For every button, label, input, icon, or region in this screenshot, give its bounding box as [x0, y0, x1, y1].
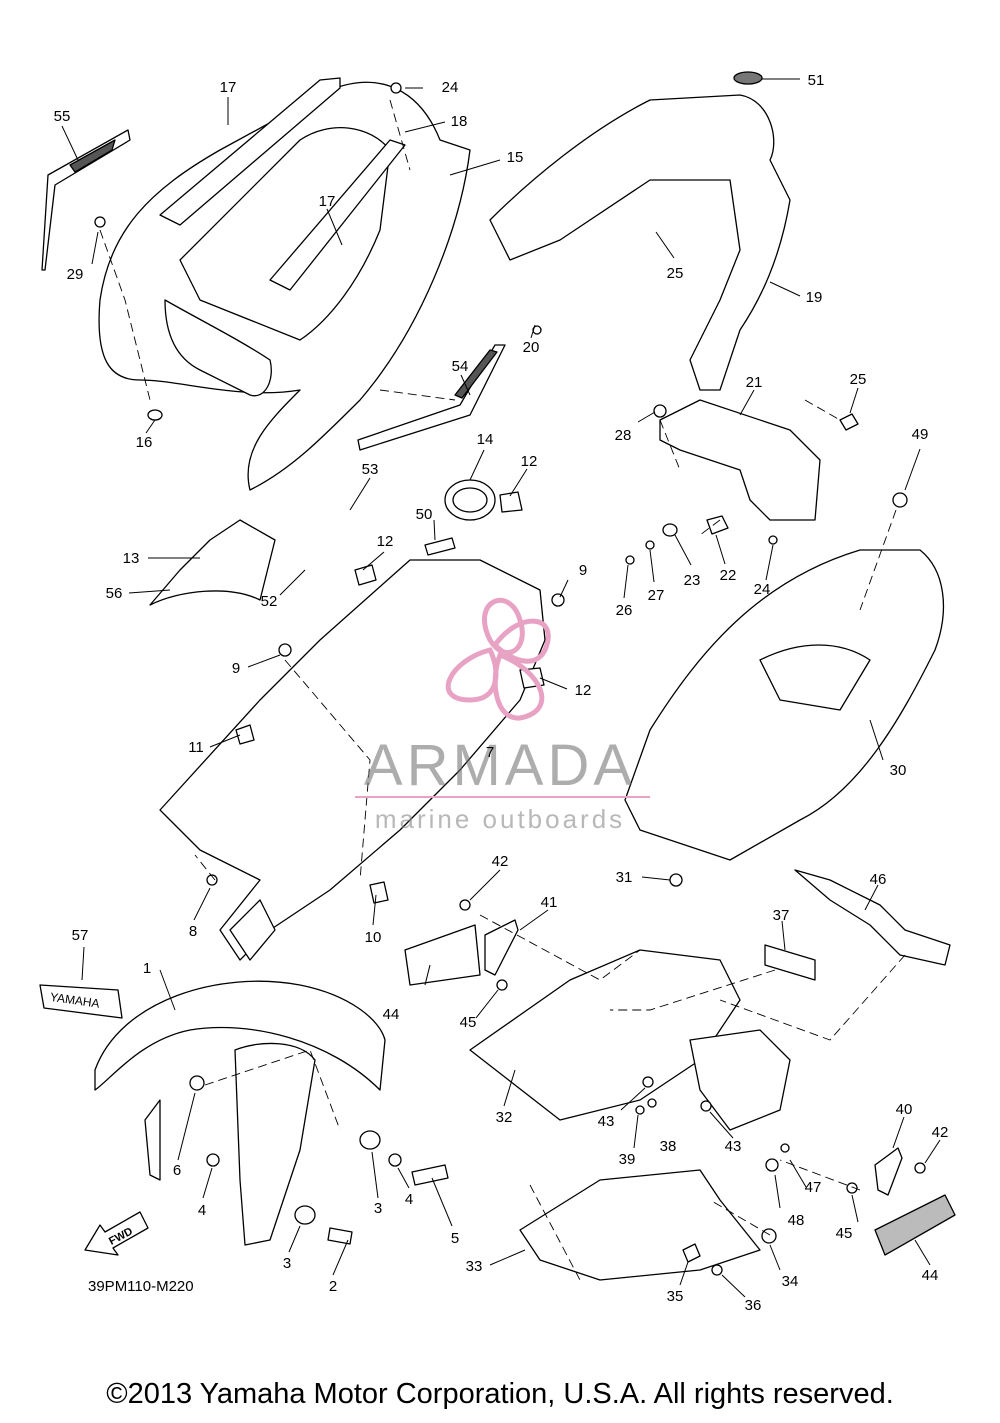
rear-fender-30	[624, 549, 945, 861]
diagram-code: 39PM110-M220	[88, 1278, 194, 1295]
callout-46: 46	[870, 871, 887, 888]
callout-43: 43	[725, 1138, 742, 1155]
callout-12: 12	[377, 533, 394, 550]
pad-13-56	[149, 519, 276, 606]
ring-14	[444, 479, 496, 521]
rear-fender-inner-7	[159, 559, 546, 961]
callout-45: 45	[460, 1014, 477, 1031]
decal-55	[41, 129, 131, 271]
callout-19: 19	[806, 289, 823, 306]
callout-7: 7	[486, 744, 494, 761]
fender-decal-57: YAMAHA	[39, 984, 123, 1019]
callout-24: 24	[442, 79, 459, 96]
watermark: ARMADA marine outboards	[355, 597, 650, 834]
callout-12: 12	[521, 453, 538, 470]
callout-22: 22	[720, 567, 737, 584]
callout-2: 2	[329, 1278, 337, 1295]
callout-41: 41	[541, 894, 558, 911]
callout-38: 38	[660, 1138, 677, 1155]
callout-5: 5	[451, 1230, 459, 1247]
callout-25: 25	[667, 265, 684, 282]
callout-14: 14	[477, 431, 494, 448]
callout-54: 54	[452, 358, 469, 375]
callout-57: 57	[72, 927, 89, 944]
callout-53: 53	[362, 461, 379, 478]
license-bracket-46	[794, 869, 951, 966]
callout-23: 23	[684, 572, 701, 589]
callout-34: 34	[782, 1273, 799, 1290]
callout-56: 56	[106, 585, 123, 602]
callout-15: 15	[507, 149, 524, 166]
callout-17: 17	[319, 193, 336, 210]
callout-44: 44	[922, 1267, 939, 1284]
callout-55: 55	[54, 108, 71, 125]
callout-3: 3	[283, 1255, 291, 1272]
callout-18: 18	[451, 113, 468, 130]
callout-13: 13	[123, 550, 140, 567]
callout-28: 28	[615, 427, 632, 444]
callout-31: 31	[616, 869, 633, 886]
watermark-logo	[445, 597, 551, 721]
callout-1: 1	[143, 960, 151, 977]
callout-32: 32	[496, 1109, 513, 1126]
copyright-notice: ©2013 Yamaha Motor Corporation, U.S.A. A…	[106, 1378, 894, 1410]
callout-9: 9	[579, 562, 587, 579]
callout-42: 42	[932, 1124, 949, 1141]
callout-26: 26	[616, 602, 633, 619]
callout-6: 6	[173, 1162, 181, 1179]
callout-12: 12	[575, 682, 592, 699]
callout-33: 33	[466, 1258, 483, 1275]
callout-30: 30	[890, 762, 907, 779]
callout-21: 21	[746, 374, 763, 391]
front-fender-1	[94, 980, 386, 1246]
callout-11: 11	[188, 739, 204, 756]
callout-9: 9	[232, 660, 240, 677]
reference-lines	[99, 99, 906, 1281]
callout-27: 27	[648, 587, 665, 604]
reflector-44-left	[404, 924, 481, 986]
callout-47: 47	[805, 1179, 822, 1196]
callout-37: 37	[773, 907, 790, 924]
callout-50: 50	[416, 506, 433, 523]
callout-35: 35	[667, 1288, 684, 1305]
rear-fender-32-33	[469, 949, 791, 1281]
callout-43: 43	[598, 1113, 615, 1130]
callout-40: 40	[896, 1101, 913, 1118]
watermark-brand: ARMADA	[364, 733, 636, 798]
callout-39: 39	[619, 1151, 636, 1168]
callout-51: 51	[808, 72, 825, 89]
callout-36: 36	[745, 1297, 762, 1314]
callout-44: 44	[383, 1006, 400, 1023]
callout-10: 10	[365, 929, 382, 946]
watermark-tagline: marine outboards	[375, 804, 625, 834]
fwd-arrow: FWD	[84, 1211, 149, 1256]
callout-42: 42	[492, 853, 509, 870]
callout-24: 24	[754, 581, 771, 598]
reflector-44-right	[874, 1194, 956, 1256]
seat-cowling-19	[489, 71, 791, 391]
callout-52: 52	[261, 593, 278, 610]
callout-3: 3	[374, 1200, 382, 1217]
callout-45: 45	[836, 1225, 853, 1242]
callout-20: 20	[523, 339, 540, 356]
callout-8: 8	[189, 923, 197, 940]
leader-lines	[61, 78, 941, 1298]
callout-48: 48	[788, 1212, 805, 1229]
callout-29: 29	[67, 266, 84, 283]
callout-17: 17	[220, 79, 237, 96]
reflector-37	[764, 944, 816, 981]
callout-4: 4	[198, 1202, 206, 1219]
fender-brand-text: YAMAHA	[49, 990, 100, 1011]
side-cover-assembly	[98, 77, 471, 491]
callouts: 1 2 3 3 4 4 5 6 7 8 9 9 10 11 12 12 12 1…	[54, 72, 949, 1314]
callout-16: 16	[136, 434, 153, 451]
bracket-21	[659, 399, 821, 521]
callout-25: 25	[850, 371, 867, 388]
callout-4: 4	[405, 1191, 413, 1208]
callout-49: 49	[912, 426, 929, 443]
